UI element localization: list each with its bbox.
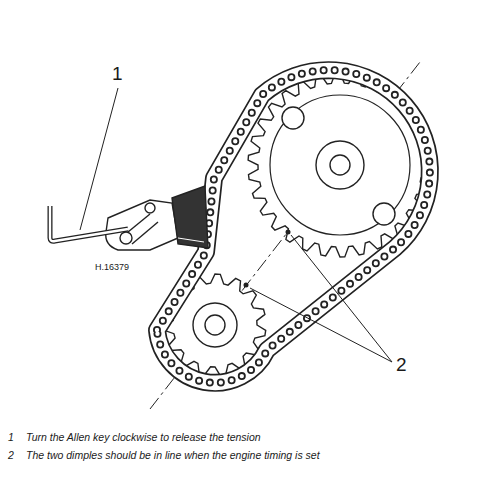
timing-dimple xyxy=(286,230,291,235)
figure-code: H.16379 xyxy=(95,263,129,273)
caption-number: 2 xyxy=(8,450,14,462)
caption-text: Turn the Allen key clockwise to release … xyxy=(26,432,261,444)
leader-line xyxy=(291,235,392,362)
chain-tensioner xyxy=(106,186,208,250)
timing-chain xyxy=(157,70,430,383)
callout-number: 1 xyxy=(112,64,123,85)
leader-line xyxy=(250,288,392,362)
timing-dimple xyxy=(244,283,249,288)
leader-line xyxy=(80,88,118,230)
allen-key xyxy=(50,206,128,241)
callout-number: 2 xyxy=(396,355,407,376)
caption-number: 1 xyxy=(8,432,14,444)
caption-text: The two dimples should be in line when t… xyxy=(26,450,320,462)
